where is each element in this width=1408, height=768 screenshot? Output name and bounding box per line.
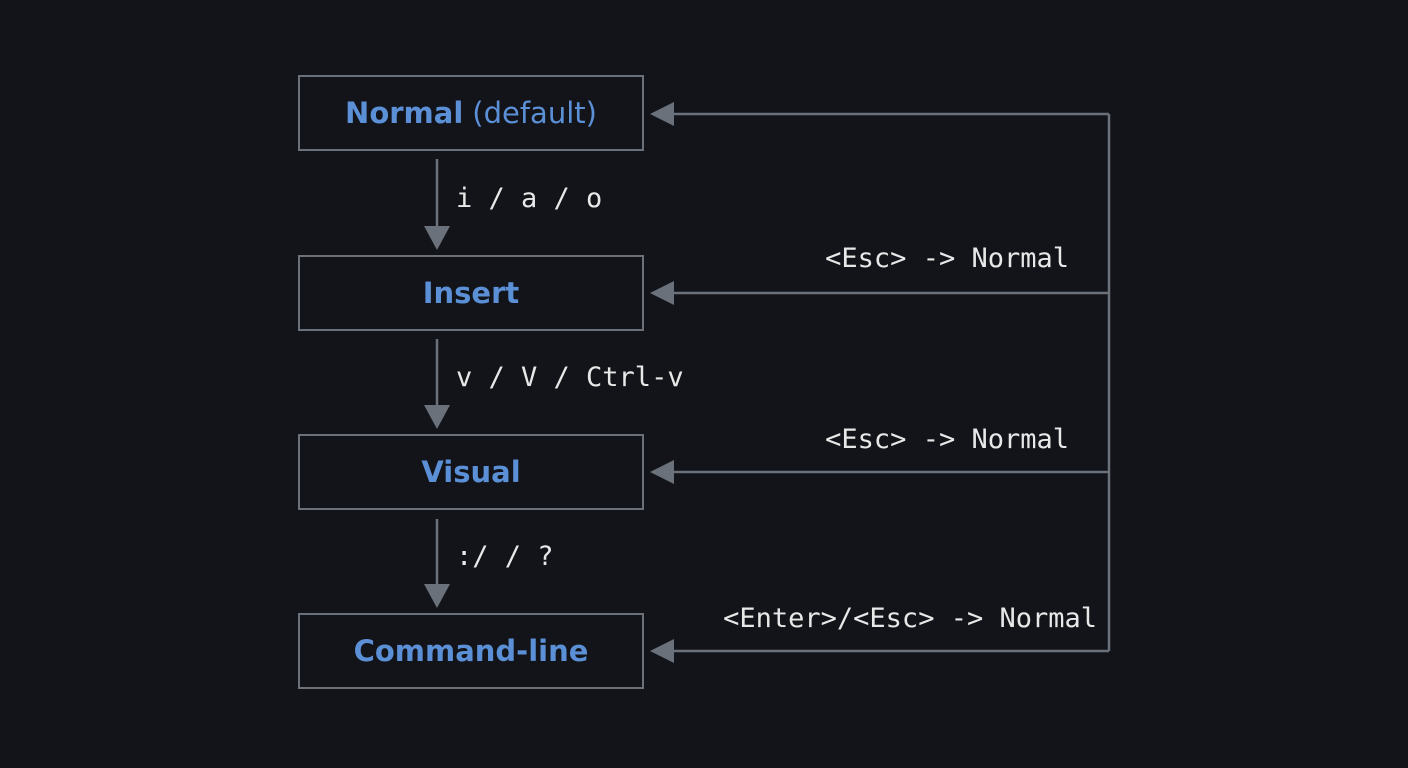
transition-label-normal-to-insert: i / a / o <box>456 183 603 214</box>
transition-label-insert-to-visual: v / V / Ctrl-v <box>456 362 684 393</box>
mode-node-visual: Visual <box>298 434 644 510</box>
node-label: Command-line <box>353 634 589 668</box>
node-label: Visual <box>421 455 521 489</box>
node-label: Insert <box>422 276 520 310</box>
arrowhead-left-icon <box>650 102 674 126</box>
return-label-command-line: <Enter>/<Esc> -> Normal <box>723 603 1097 634</box>
return-label-visual: <Esc> -> Normal <box>825 424 1069 455</box>
mode-node-command-line: Command-line <box>298 613 644 689</box>
node-label: Normal <box>345 96 464 130</box>
arrowhead-down-icon <box>424 405 450 429</box>
node-sublabel: (default) <box>472 96 597 130</box>
return-label-insert: <Esc> -> Normal <box>825 243 1069 274</box>
mode-node-insert: Insert <box>298 255 644 331</box>
mode-node-normal: Normal (default) <box>298 75 644 151</box>
arrowhead-down-icon <box>424 584 450 608</box>
arrowhead-down-icon <box>424 226 450 250</box>
arrowhead-left-icon <box>650 460 674 484</box>
arrowhead-left-icon <box>650 281 674 305</box>
arrowhead-left-icon <box>650 639 674 663</box>
transition-label-visual-to-command-line: :/ / ? <box>456 541 554 572</box>
